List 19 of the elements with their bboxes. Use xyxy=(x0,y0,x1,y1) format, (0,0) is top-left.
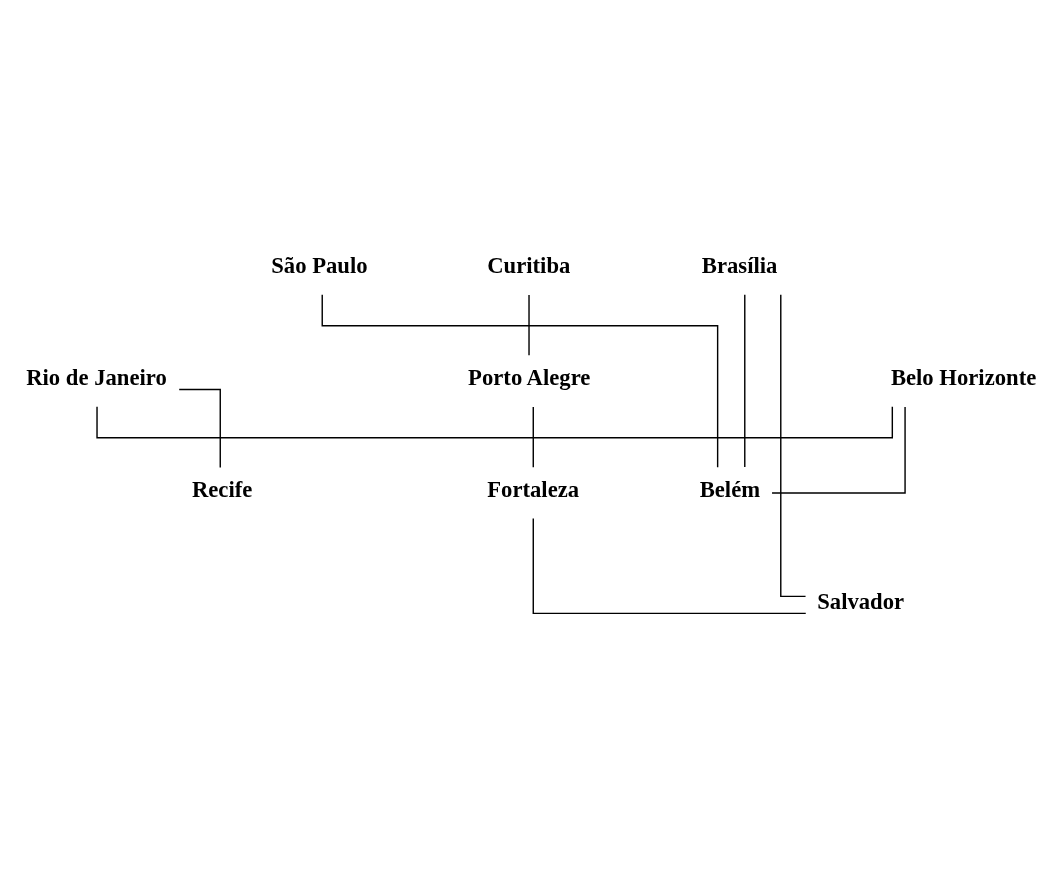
node-text: Recife xyxy=(191,476,253,502)
node-text: Curitiba xyxy=(487,253,571,279)
node-text: Belém xyxy=(699,476,761,502)
node-text: Belo Horizonte xyxy=(890,365,1037,391)
connector xyxy=(532,517,807,615)
node-text: Brasília xyxy=(701,253,778,279)
connector xyxy=(532,406,534,468)
connector xyxy=(178,388,221,469)
node-text: São Paulo xyxy=(271,253,368,279)
node-text: Fortaleza xyxy=(487,476,580,502)
connector xyxy=(96,406,894,439)
connector xyxy=(528,294,530,356)
node-text: Salvador xyxy=(817,588,905,614)
connector xyxy=(321,294,719,468)
connector xyxy=(744,294,746,468)
node-text: Rio de Janeiro xyxy=(26,365,167,391)
connector xyxy=(780,294,807,598)
node-text: Porto Alegre xyxy=(468,365,591,391)
connector xyxy=(771,406,906,494)
